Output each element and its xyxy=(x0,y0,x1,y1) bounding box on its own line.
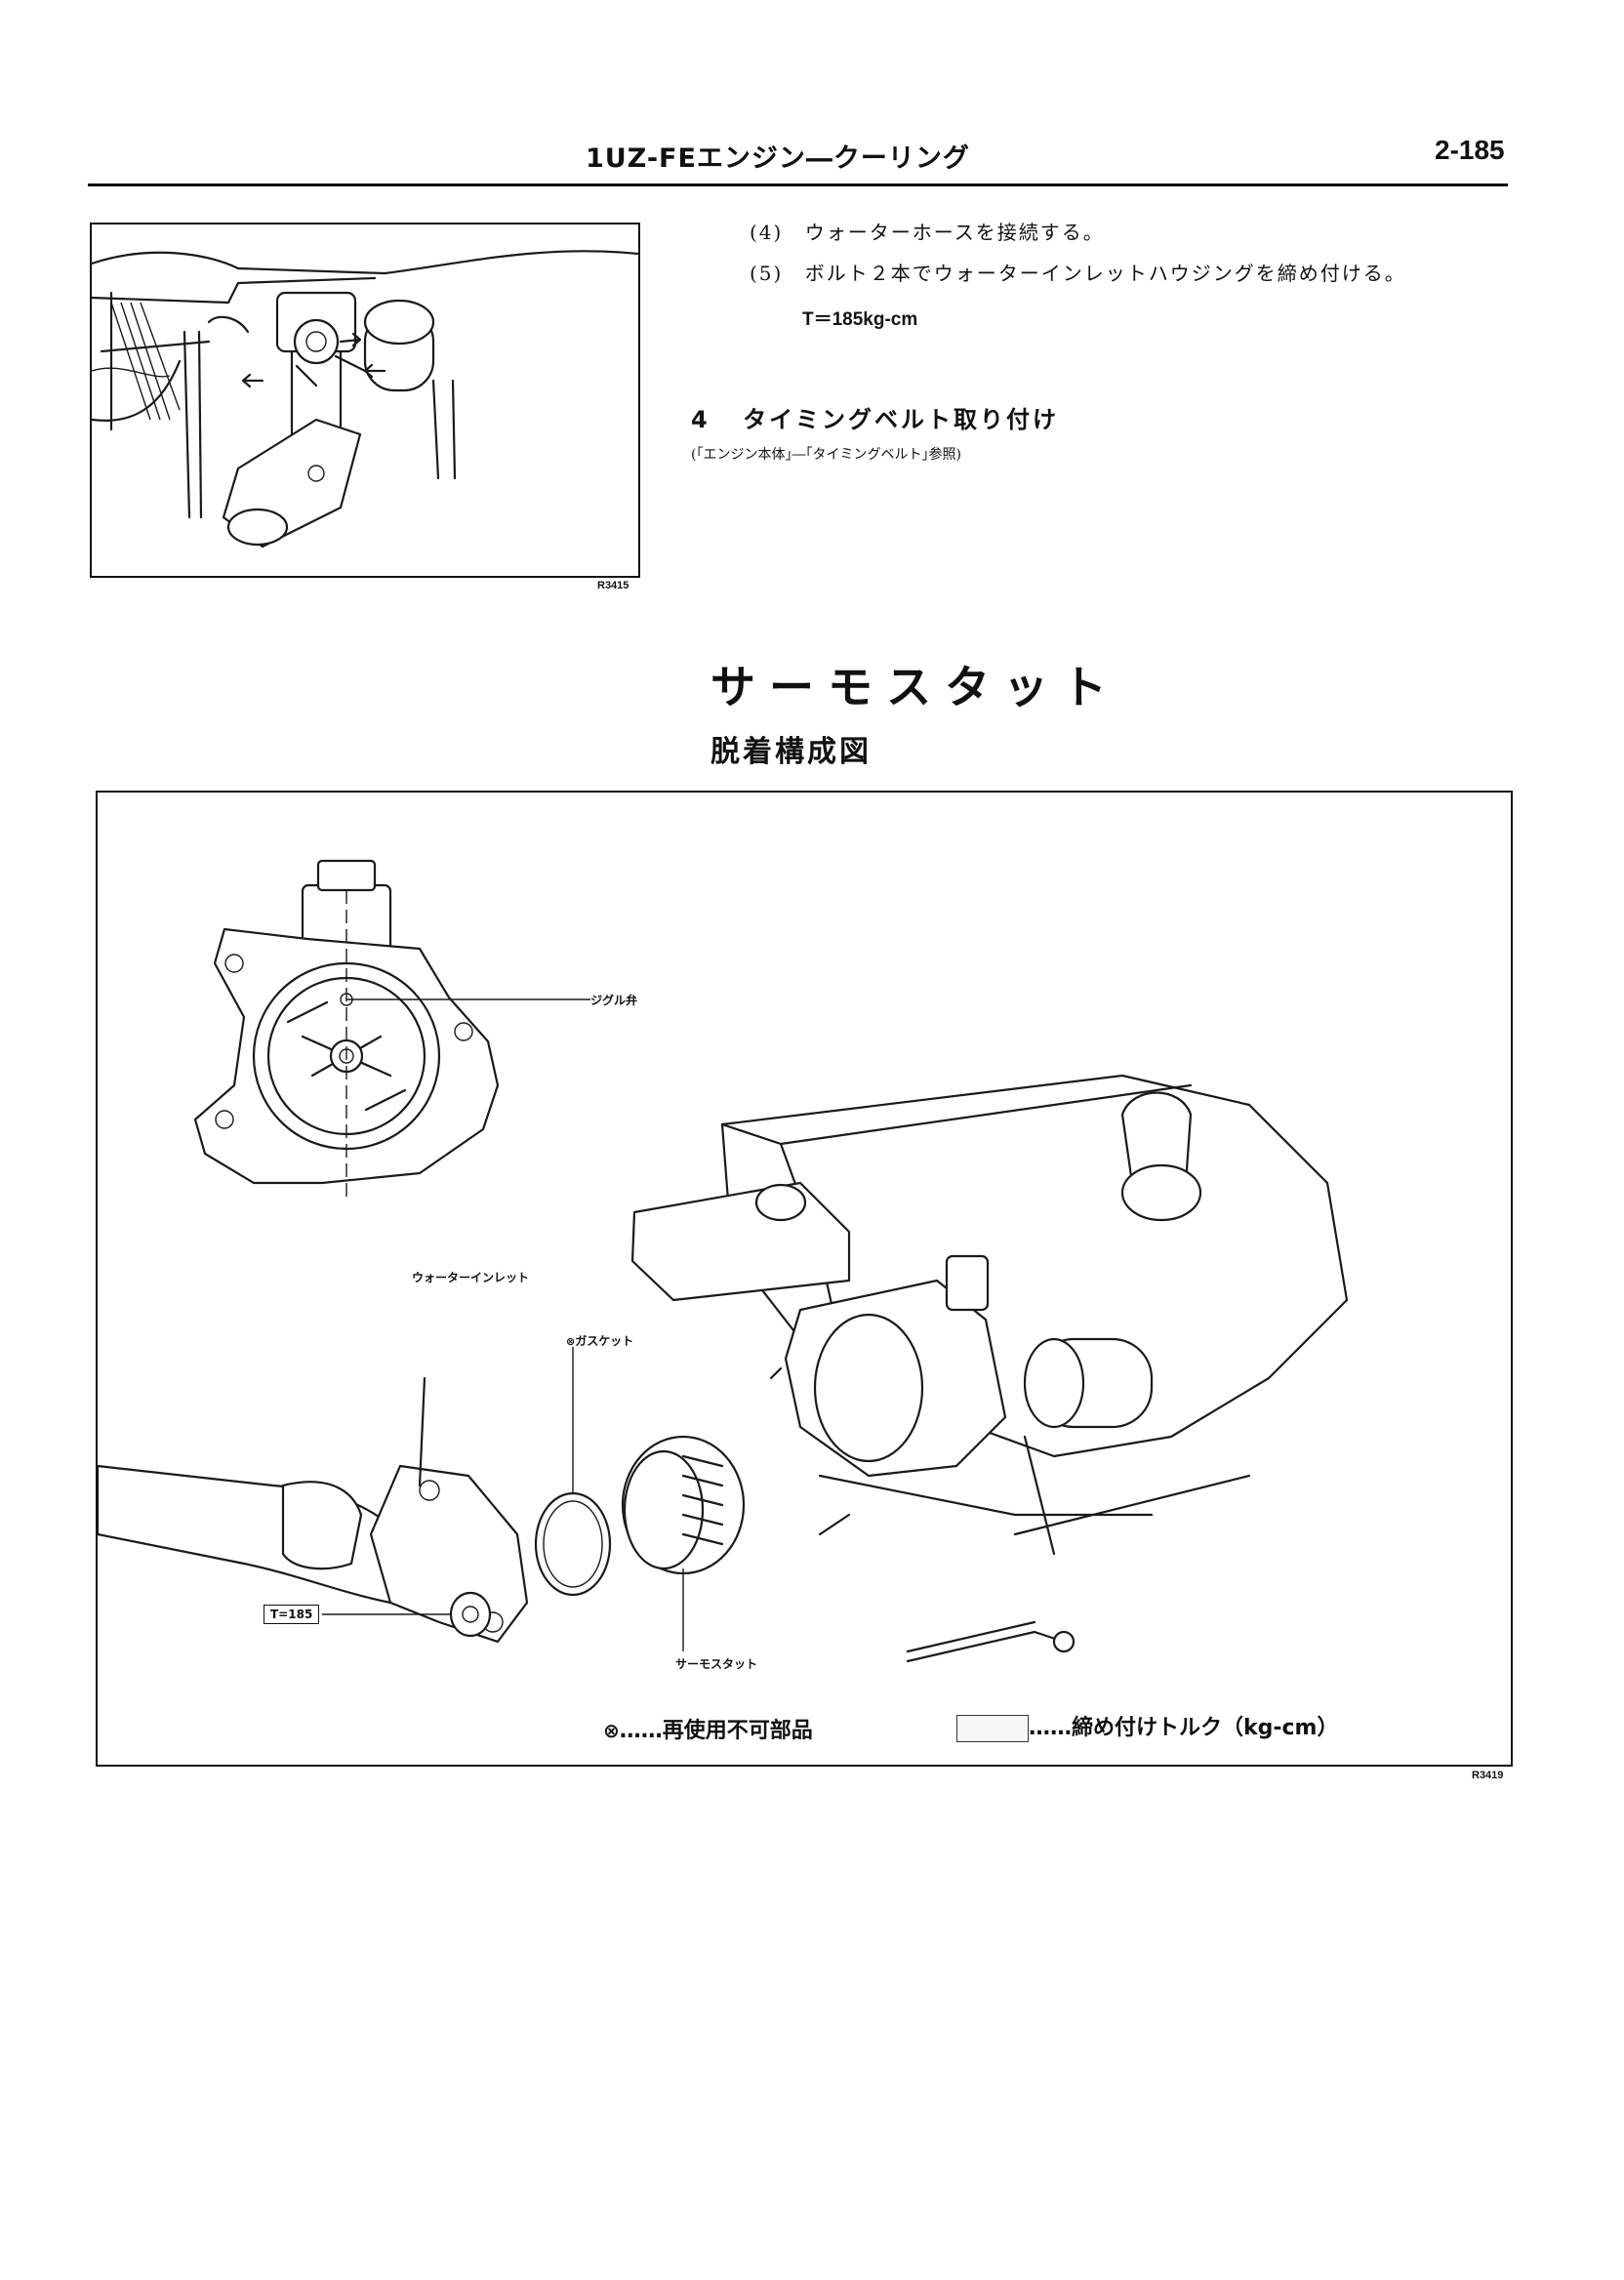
installation-illustration xyxy=(90,223,640,578)
engine-inlet-drawing xyxy=(92,250,638,549)
gasket-label: ⊗ガスケット xyxy=(566,1334,634,1348)
legend-nonreusable: ⊗……再使用不可部品 xyxy=(603,1719,813,1743)
nonreusable-symbol-icon: ⊗ xyxy=(603,1719,620,1742)
thermostat-label: サーモスタット xyxy=(675,1657,758,1671)
page-number: 2-185 xyxy=(1435,135,1505,165)
torque-box-icon xyxy=(956,1715,1029,1742)
exploded-diagram: ジグル弁 ウォーターインレット ⊗ガスケット サーモスタット T=185 ⊗……… xyxy=(96,791,1513,1767)
section-heading: 4 タイミングベルト取り付け xyxy=(691,400,1059,434)
thermostat-drawing xyxy=(621,1435,746,1651)
sub-title: 脱着構成図 xyxy=(710,735,872,769)
main-title: サーモスタット xyxy=(710,661,1120,713)
water-inlet-label: ウォーターインレット xyxy=(412,1271,530,1284)
thermostat-detail-drawing xyxy=(193,859,590,1202)
gasket-drawing xyxy=(534,1491,612,1597)
figure1-code: R3415 xyxy=(597,580,629,591)
thermostat-exploded-drawing xyxy=(98,859,1349,1663)
step-5-text: ボルト２本でウォーターインレットハウジングを締め付ける。 xyxy=(804,262,1406,285)
water-inlet-drawing xyxy=(98,1376,529,1644)
section-reference: (｢エンジン本体｣―｢タイミングベルト｣参照) xyxy=(691,447,961,463)
section-number: 4 xyxy=(691,406,710,433)
nonreusable-mark-icon: ⊗ xyxy=(566,1335,576,1348)
section-title: タイミングベルト取り付け xyxy=(743,406,1060,433)
step-5-number: (5) xyxy=(750,262,784,285)
step-4-number: (4) xyxy=(750,221,784,244)
header-title: 1UZ-FEエンジン―クーリング xyxy=(586,143,970,174)
step-4: (4) ウォーターホースを接続する。 xyxy=(750,217,1105,245)
step-5: (5) ボルト２本でウォーターインレットハウジングを締め付ける。 xyxy=(750,258,1406,286)
bolt-drawing xyxy=(322,1591,492,1638)
engine-block-drawing xyxy=(630,1074,1349,1663)
step-4-text: ウォーターホースを接続する。 xyxy=(804,221,1105,244)
legend-torque: ……締め付けトルク（kg-cm） xyxy=(956,1710,1338,1742)
jiggle-valve-label: ジグル弁 xyxy=(590,994,638,1007)
torque-box-label: T=185 xyxy=(264,1605,320,1624)
figure2-code: R3419 xyxy=(1472,1770,1504,1781)
torque-spec: T＝185kg-cm xyxy=(802,309,918,330)
header-rule xyxy=(88,183,1508,186)
